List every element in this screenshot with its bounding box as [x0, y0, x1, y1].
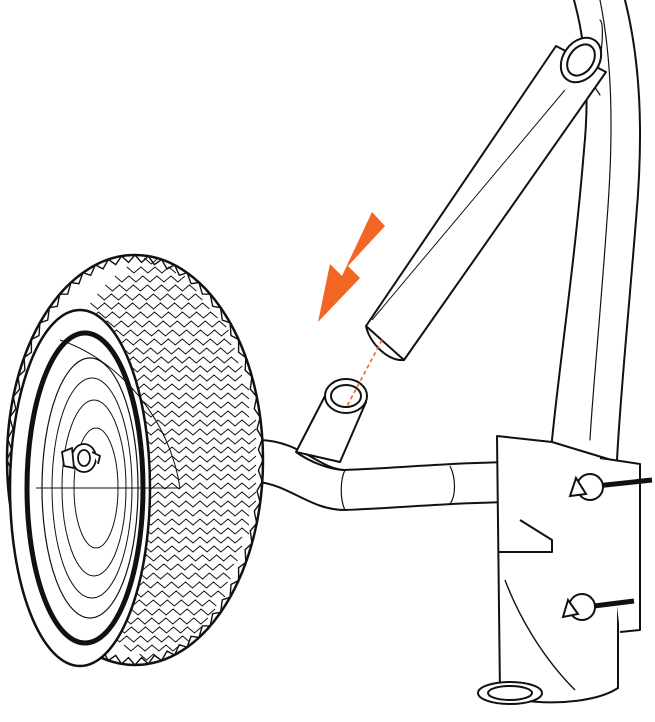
tread-row	[123, 644, 181, 652]
hub-cap	[61, 443, 102, 473]
tire-wheel-icon	[5, 253, 265, 668]
socket-tube	[295, 378, 368, 471]
tread-row	[105, 284, 197, 292]
tread-row	[114, 275, 186, 283]
tread-row	[97, 293, 203, 301]
lower-knob-bolt	[561, 593, 635, 621]
tread-row	[112, 635, 190, 643]
tire-serrated-edge	[7, 255, 263, 665]
tread-row	[90, 302, 210, 310]
mounting-bracket	[477, 435, 641, 705]
tread-row	[84, 311, 218, 319]
support-tube	[365, 36, 607, 362]
insertion-guide-line	[345, 339, 383, 409]
upper-knob-bolt	[568, 473, 653, 501]
arrow-down-left-icon	[318, 212, 385, 322]
tread-row	[143, 257, 159, 265]
